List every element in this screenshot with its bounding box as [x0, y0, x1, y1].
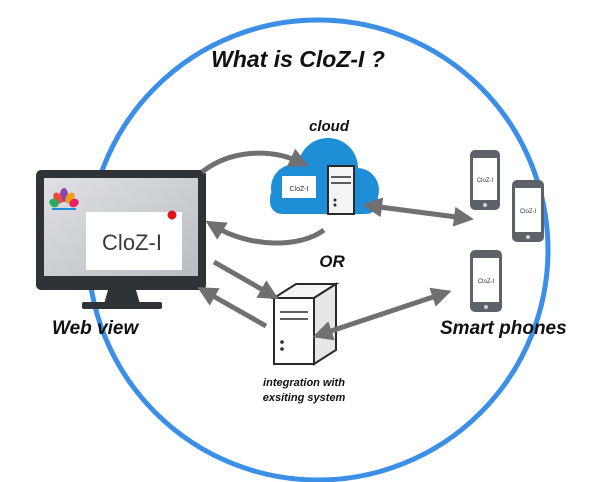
arrow-monitor-to-cloud — [200, 148, 310, 174]
phone-logo-text-1: CloZ-I — [477, 178, 494, 184]
phone-logo-text-2: CloZ-I — [520, 209, 537, 215]
arrow-server-phones — [312, 287, 452, 341]
cloud-server-icon — [327, 165, 355, 215]
smart-phones-label: Smart phones — [440, 318, 567, 339]
arrow-cloud-to-monitor — [205, 220, 326, 246]
web-view-label: Web view — [52, 318, 139, 339]
phone-logo-text-3: CloZ-I — [478, 279, 495, 285]
integration-label-line2: exsiting system — [262, 392, 346, 404]
phone-icon-1 — [470, 150, 500, 210]
diagram-title: What is CloZ-I ? — [211, 46, 385, 72]
integration-label-line1: integration with — [263, 377, 345, 389]
integration-label: integration with exsiting system — [236, 376, 372, 406]
monitor-icon — [36, 170, 206, 309]
logo-dot-icon — [167, 210, 177, 220]
or-label: OR — [319, 252, 345, 271]
arrow-cloud-phones — [362, 197, 474, 227]
arrow-server-to-monitor — [197, 287, 268, 329]
arrow-monitor-to-server — [212, 259, 279, 299]
phone-icon-2 — [512, 180, 544, 242]
cloud-label: cloud — [309, 118, 349, 135]
flower-logo-icon — [49, 188, 79, 210]
phone-icon-3 — [470, 250, 502, 312]
cloud-logo-text: CloZ-I — [289, 186, 308, 193]
monitor-logo-text: CloZ-I — [102, 230, 162, 255]
server-icon — [270, 282, 340, 366]
cloud-icon — [270, 138, 379, 215]
